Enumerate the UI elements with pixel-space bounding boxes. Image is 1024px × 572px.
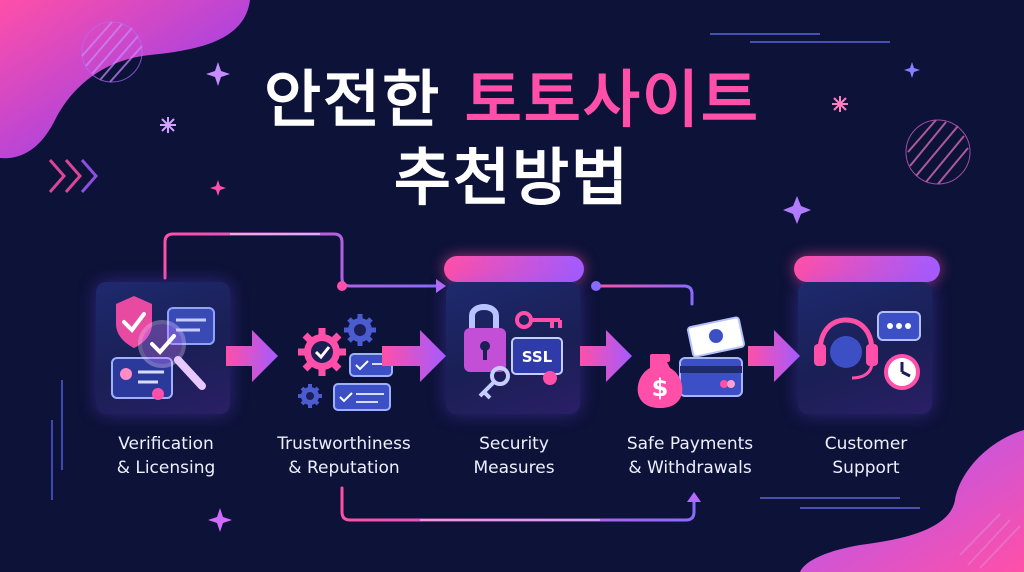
step-label-support: Customer Support (824, 434, 908, 478)
step-card-verification (96, 282, 230, 414)
step-card-support (798, 282, 932, 414)
cap-bar-security (444, 256, 584, 282)
step-label-verification: Verification & Licensing (116, 434, 216, 478)
step-label-security: Security Measures (473, 434, 555, 478)
title-accent: 토토사이트 (464, 63, 760, 136)
gears-chat-icon (298, 314, 393, 411)
arrow-4 (748, 330, 800, 382)
page-title-line-2: 추천방법 (393, 141, 631, 214)
connector-dot-1 (337, 281, 347, 291)
padlock-ssl-icon: SSL (464, 304, 563, 400)
page-title-line-1: 안전한 토토사이트 (0, 62, 1024, 138)
money-bag-card-icon: $ (637, 316, 745, 408)
left-vertical-lines (51, 380, 63, 500)
ssl-badge: SSL (522, 348, 553, 366)
top-right-lines (710, 33, 890, 43)
bottom-right-lines (760, 497, 920, 509)
shield-magnifier-icon (111, 296, 215, 400)
dollar-badge: $ (652, 374, 669, 402)
step-label-trustworthiness: Trustworthiness & Reputation (277, 434, 411, 478)
connector-arrowhead-bottom (687, 492, 701, 502)
step-card-security: SSL (446, 282, 580, 414)
arrow-3 (580, 330, 632, 382)
arrow-1 (226, 330, 278, 382)
step-label-payments: Safe Payments & Withdrawals (626, 434, 754, 478)
connector-top-1 (163, 232, 438, 288)
connector-bottom (340, 486, 696, 522)
connector-arrowhead-top (436, 279, 446, 293)
hatched-circle-bottom (959, 513, 1021, 569)
arrow-2 (382, 330, 446, 382)
connector-top-2 (594, 284, 694, 306)
connector-dot-2 (591, 281, 601, 291)
title-prefix: 안전한 (264, 63, 465, 136)
headset-clock-icon (814, 311, 921, 390)
cap-bar-support (794, 256, 940, 282)
